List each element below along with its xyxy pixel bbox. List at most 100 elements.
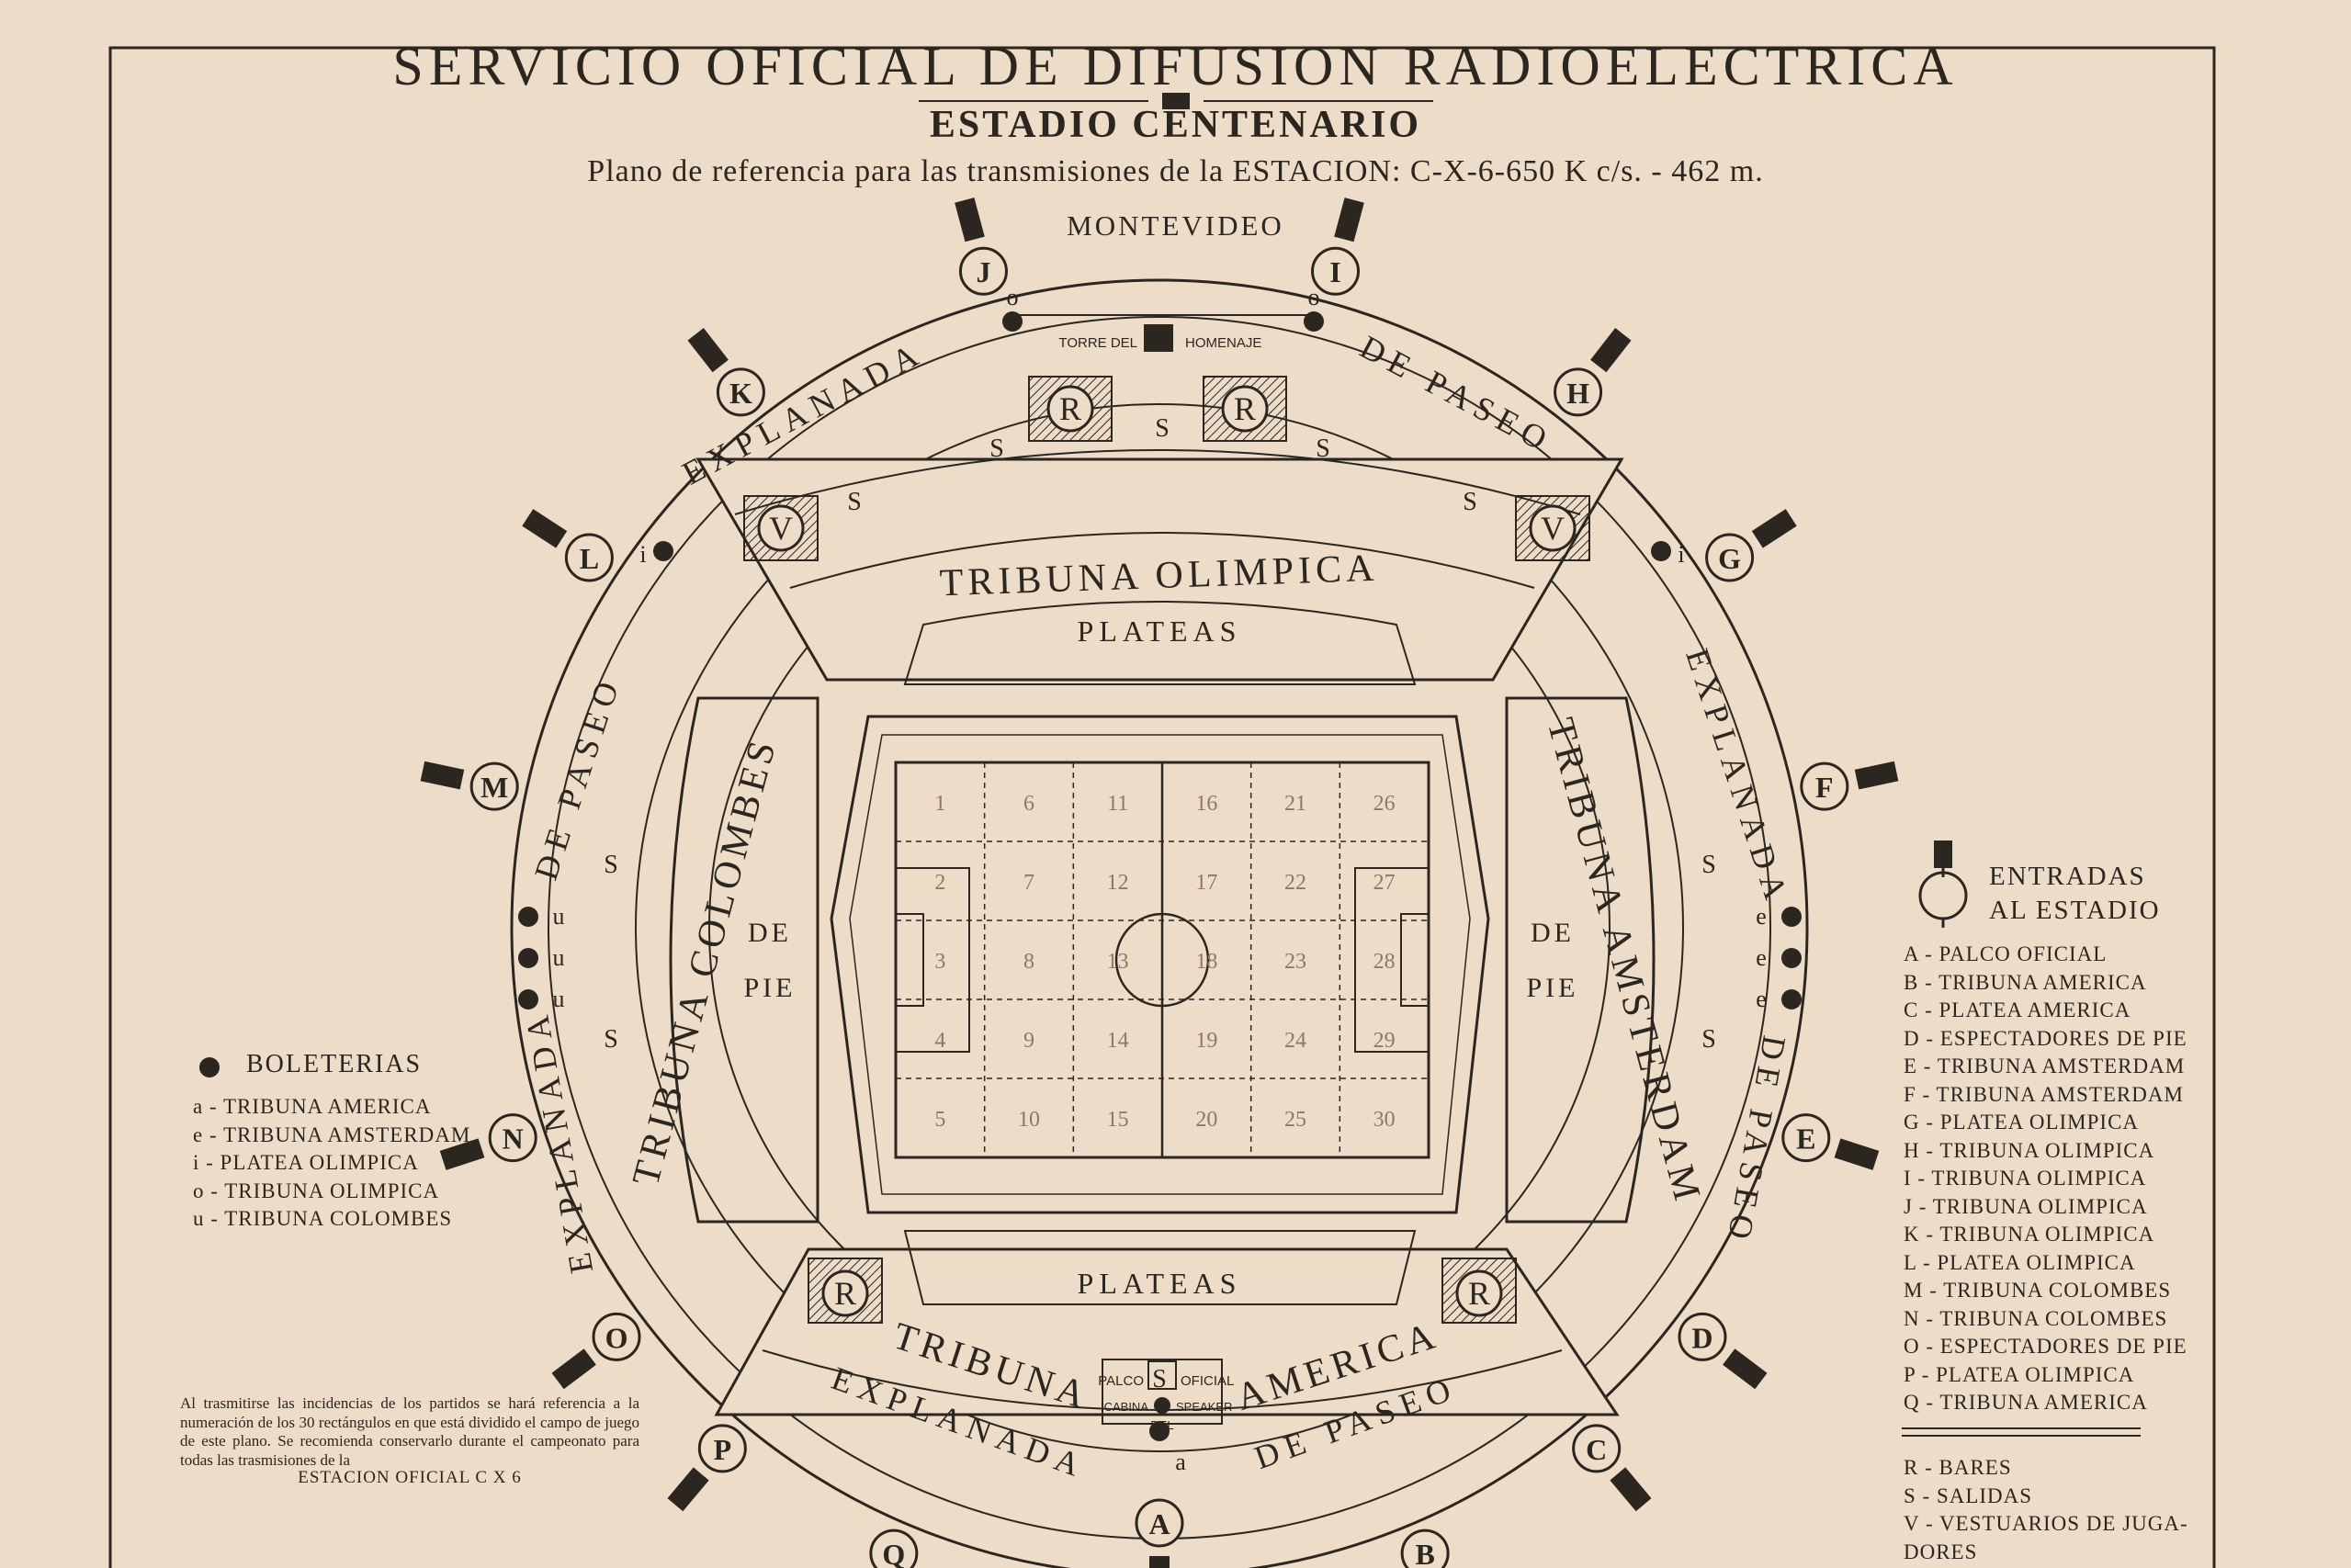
gate-label: K: [729, 377, 752, 410]
plateas-bottom-label: PLATEAS: [1078, 1267, 1242, 1300]
field-cell-number: 5: [934, 1108, 945, 1132]
palco-oficial: PALCO OFICIAL CABINA SPEAKER DEL: [1098, 1359, 1234, 1432]
field-cell-number: 25: [1284, 1108, 1306, 1132]
field-cell-number: 17: [1195, 871, 1217, 895]
map-subtitle: ESTADIO CENTENARIO: [929, 104, 1422, 146]
entradas-title-line1: ENTRADAS: [1989, 862, 2146, 891]
title-ornament: [919, 93, 1433, 109]
gate-label: B: [1415, 1538, 1434, 1568]
ticket-booth: o: [1304, 284, 1324, 332]
palco-s-marker: S: [1152, 1365, 1167, 1393]
city-label: MONTEVIDEO: [1067, 209, 1284, 242]
olimpica-inner-arc-2: [789, 532, 1535, 589]
salida-marker: S: [989, 434, 1004, 463]
field-cell-number: 24: [1284, 1029, 1306, 1053]
field-cell-number: 21: [1284, 792, 1306, 816]
ticket-booth: i: [639, 541, 673, 568]
field-cell-number: 20: [1195, 1108, 1217, 1132]
entrada-legend-item: K - TRIBUNA OLIMPICA: [1904, 1223, 2155, 1246]
entrada-legend-item: Q - TRIBUNA AMERICA: [1904, 1391, 2148, 1414]
footnote-station: ESTACION OFICIAL C X 6: [298, 1468, 522, 1487]
salida-marker: S: [1316, 434, 1330, 463]
ticket-booth: e: [1756, 986, 1802, 1012]
bar-marker: R: [834, 1275, 856, 1312]
vestuario-marker: V: [1541, 510, 1565, 547]
ticket-booth: o: [1002, 284, 1023, 332]
field-cell-number: 16: [1195, 792, 1217, 816]
field-enclosure: [830, 715, 1490, 1214]
tribuna-amsterdam-block: [1505, 696, 1656, 1224]
boleteria-legend-item: i - PLATEA OLIMPICA: [193, 1151, 419, 1174]
ticket-booth: u: [518, 944, 565, 971]
salida-labels: S S S S S S S S S S: [604, 414, 1716, 1393]
svg-text:u: u: [553, 903, 565, 930]
svg-text:i: i: [639, 541, 646, 568]
field-cell-number: 22: [1284, 871, 1306, 895]
entrada-legend-item: O - ESPECTADORES DE PIE: [1904, 1335, 2187, 1358]
gate-d: D: [1678, 1312, 1768, 1390]
de-pie-labels: DE PIE DE PIE: [744, 918, 1576, 1003]
gate-label: F: [1815, 771, 1834, 804]
marker-labels: R R V V R R: [757, 385, 1577, 1317]
cabina-label-left: CABINA: [1104, 1400, 1149, 1414]
symbol-legend-item: DORES: [1904, 1540, 1978, 1563]
entrada-legend-item: H - TRIBUNA OLIMPICA: [1904, 1138, 2155, 1162]
plateas-bottom: [903, 1230, 1417, 1305]
field-cell-number: 26: [1373, 792, 1396, 816]
gate-a: A: [1135, 1498, 1184, 1568]
gate-label: C: [1586, 1433, 1607, 1466]
field-cell-number: 29: [1373, 1029, 1396, 1053]
gate-label: O: [605, 1321, 628, 1354]
gate-label: H: [1566, 377, 1589, 410]
tribuna-colombes-label: TRIBUNA COLOMBES: [625, 732, 786, 1190]
field-cell-number: 6: [1023, 792, 1034, 816]
plateas-top-label: PLATEAS: [1078, 615, 1242, 648]
palco-label-right: OFICIAL: [1181, 1373, 1234, 1389]
gate-label: I: [1329, 255, 1340, 288]
boleteria-legend-item: a - TRIBUNA AMERICA: [193, 1095, 432, 1118]
field-cell-number: 1: [934, 792, 945, 816]
field-cell-number: 2: [934, 871, 945, 895]
gate-l: L: [522, 509, 614, 582]
entrada-legend-item: B - TRIBUNA AMERICA: [1904, 970, 2147, 994]
torre-del-homenaje: TORRE DEL HOMENAJE: [1011, 314, 1314, 352]
gate-h: H: [1554, 328, 1632, 417]
svg-text:i: i: [1678, 541, 1684, 568]
boleteria-legend-item: u - TRIBUNA COLOMBES: [193, 1207, 453, 1230]
field-cell-number: 7: [1023, 871, 1034, 895]
de-pie-left-label: DE: [748, 918, 792, 948]
field-cell-number: 10: [1018, 1108, 1040, 1132]
map-frame: [108, 46, 2216, 1568]
gate-label: L: [580, 542, 599, 575]
ticket-booth: u: [518, 903, 565, 930]
gate-label: P: [714, 1433, 732, 1466]
tribuna-america-block: [714, 1247, 1620, 1416]
field-cell-number: 27: [1373, 871, 1396, 895]
salida-marker: S: [1155, 414, 1170, 443]
svg-text:o: o: [1308, 284, 1320, 310]
field-cell-number: 11: [1107, 792, 1128, 816]
field-cell-number: 23: [1284, 950, 1306, 974]
entrada-legend-item: G - PLATEA OLIMPICA: [1904, 1111, 2140, 1134]
entradas-legend-icon: [1918, 840, 1968, 928]
entrada-legend-item: F - TRIBUNA AMSTERDAM: [1904, 1082, 2184, 1106]
stands-ring: [635, 403, 1684, 1452]
field-cell-number: 9: [1023, 1029, 1034, 1053]
svg-text:u: u: [553, 986, 565, 1012]
salida-marker: S: [604, 851, 618, 879]
field-cell-number: 13: [1107, 950, 1129, 974]
gate-label: A: [1148, 1507, 1170, 1540]
station-line: Plano de referencia para las transmision…: [587, 154, 1764, 188]
field-cell-number: 3: [934, 950, 945, 974]
boleteria-legend-item: o - TRIBUNA OLIMPICA: [193, 1179, 440, 1202]
boleterias-legend-dot: [199, 1057, 220, 1077]
symbol-legend-item: V - VESTUARIOS DE JUGA-: [1904, 1512, 2188, 1535]
gate-q: Q: [869, 1529, 919, 1568]
bar-marker: R: [1234, 390, 1256, 427]
gate-label: J: [976, 255, 990, 288]
